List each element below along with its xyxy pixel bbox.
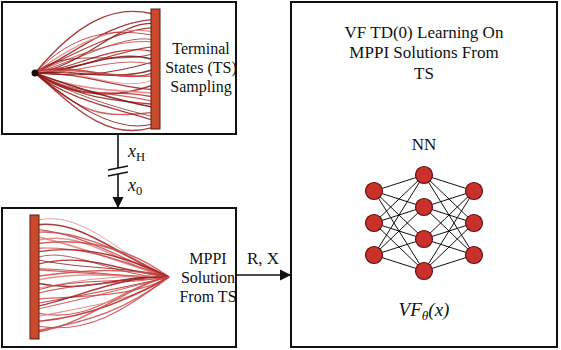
trajectory — [39, 277, 169, 328]
nn-neuron — [416, 199, 433, 216]
symbol: x — [128, 141, 136, 161]
nn-link — [374, 223, 424, 271]
connector-line — [237, 274, 290, 276]
nn-link — [374, 207, 424, 255]
trajectory — [35, 73, 151, 131]
trajectory — [35, 20, 151, 73]
trajectory — [39, 219, 169, 277]
learning-box: VF TD(0) Learning On MPPI Solutions From… — [290, 1, 558, 348]
nn-neuron — [416, 167, 433, 184]
symbol: x — [128, 175, 136, 195]
nn-neuron — [416, 263, 433, 280]
state-label: x0 — [126, 176, 144, 199]
trajectory — [39, 260, 169, 277]
trajectory — [39, 277, 169, 330]
nn-neuron — [366, 183, 383, 200]
trajectory — [35, 69, 151, 77]
mppi-box: MPPI Solution From TS — [1, 207, 237, 348]
terminal-bar — [30, 215, 39, 339]
sampling-box: Terminal States (TS) Sampling — [1, 1, 237, 135]
terminal-bar — [151, 9, 160, 129]
trajectory — [35, 39, 151, 73]
subscript: H — [136, 150, 145, 164]
box-text: Terminal States (TS) Sampling — [163, 39, 239, 97]
nn-neuron — [416, 231, 433, 248]
trajectory — [35, 73, 151, 120]
start-dot — [32, 70, 39, 77]
trajectory — [39, 248, 169, 277]
trajectory — [35, 73, 151, 126]
trajectory — [39, 237, 169, 277]
connector — [237, 275, 290, 276]
trajectory — [39, 238, 169, 277]
nn-neuron — [466, 183, 483, 200]
trajectory — [39, 260, 169, 277]
edge-label: R, X — [245, 250, 281, 269]
nn-link — [424, 223, 474, 271]
trajectory — [39, 242, 169, 277]
break-gap — [106, 168, 130, 174]
nn-neuron — [466, 215, 483, 232]
trajectory — [39, 277, 169, 332]
trajectory — [39, 230, 169, 277]
trajectory — [39, 255, 169, 277]
state-label: xH — [126, 142, 147, 165]
trajectory — [35, 11, 151, 73]
trajectory — [35, 73, 151, 115]
subscript: 0 — [136, 184, 142, 198]
trajectory — [39, 250, 169, 277]
trajectory — [35, 28, 151, 73]
trajectory — [35, 23, 151, 73]
trajectory — [39, 224, 169, 277]
break-mark — [108, 166, 128, 170]
nn-neuron — [366, 215, 383, 232]
subscript: θ — [422, 308, 429, 323]
nn-neuron — [366, 247, 383, 264]
trajectory — [35, 73, 151, 116]
break-mark — [108, 172, 128, 176]
trajectory — [39, 232, 169, 277]
box-text: MPPI Solution From TS — [177, 249, 239, 307]
box-caption: VFθ(x) — [292, 299, 556, 324]
box-text: VF TD(0) Learning On MPPI Solutions From… — [342, 23, 506, 84]
nn-neuron — [466, 247, 483, 264]
box-caption: NN — [292, 135, 556, 155]
